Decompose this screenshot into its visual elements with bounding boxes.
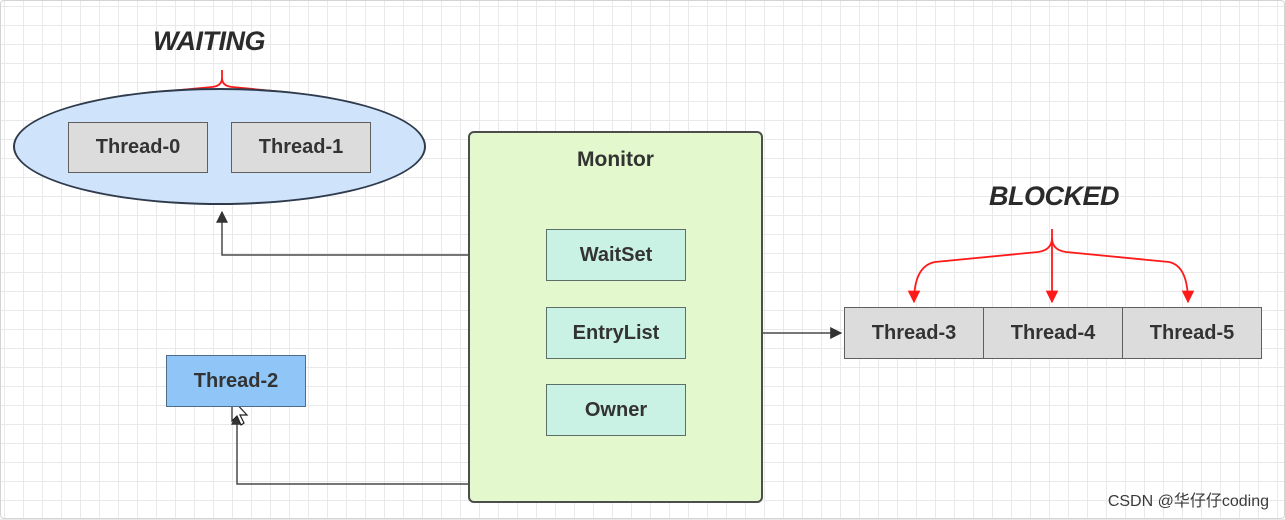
watermark-text: CSDN @华仔仔coding: [1107, 493, 1269, 510]
thread-1-box: Thread-1: [231, 122, 371, 173]
thread-4-box: Thread-4: [983, 307, 1123, 359]
waitset-field: WaitSet: [546, 229, 686, 281]
thread-2-box: Thread-2: [166, 355, 306, 407]
waiting-state-label: WAITING: [153, 26, 266, 56]
blocked-brace: [907, 229, 1195, 304]
monitor-title: Monitor: [577, 148, 654, 171]
thread-0-box: Thread-0: [68, 122, 208, 173]
owner-field: Owner: [546, 384, 686, 436]
entrylist-field: EntryList: [546, 307, 686, 359]
waitset-to-waiting-connector: [216, 210, 546, 256]
thread-5-box: Thread-5: [1122, 307, 1262, 359]
thread-3-box: Thread-3: [844, 307, 984, 359]
blocked-state-label: BLOCKED: [989, 181, 1120, 211]
